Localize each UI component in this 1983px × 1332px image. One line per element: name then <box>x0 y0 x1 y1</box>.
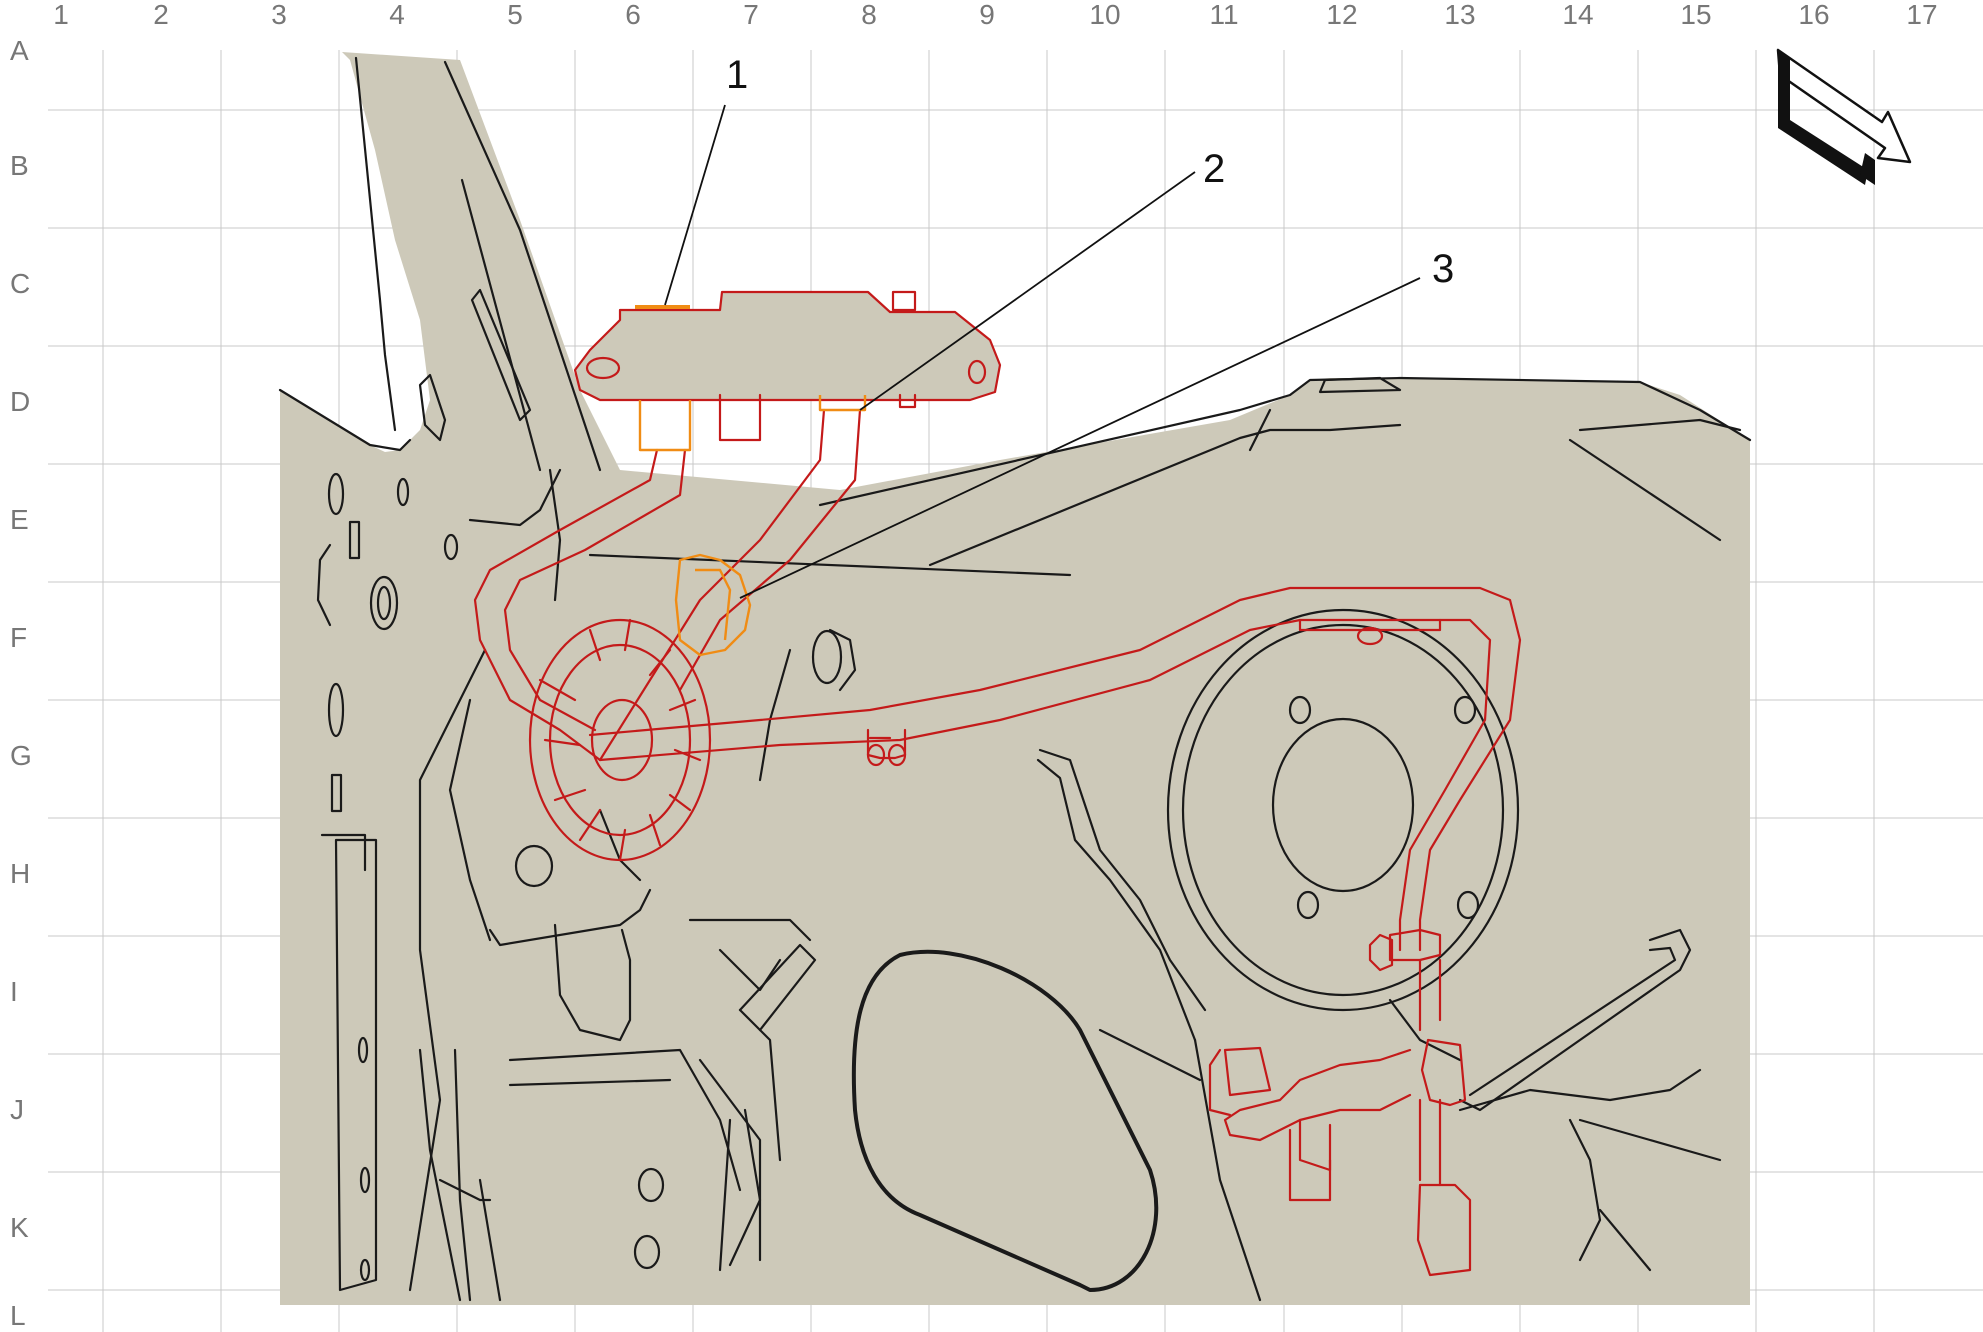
window-motor <box>528 618 712 862</box>
row-label: C <box>10 268 30 299</box>
row-label: F <box>10 622 27 653</box>
row-label: E <box>10 504 29 535</box>
column-label: 5 <box>507 0 523 30</box>
column-label: 12 <box>1326 0 1357 30</box>
column-label: 6 <box>625 0 641 30</box>
column-label: 4 <box>389 0 405 30</box>
callout-leaders <box>664 104 1421 599</box>
column-label: 15 <box>1680 0 1711 30</box>
row-label: H <box>10 858 30 889</box>
row-labels: A B C D E F G H I J K L <box>10 35 32 1331</box>
column-label: 9 <box>979 0 995 30</box>
row-label: B <box>10 150 29 181</box>
column-label: 3 <box>271 0 287 30</box>
row-label: J <box>10 1094 24 1125</box>
door-panel-shape <box>280 52 1750 1305</box>
wiring-harness <box>473 290 1522 1277</box>
lower-connectors <box>1208 928 1472 1277</box>
column-label: 7 <box>743 0 759 30</box>
callout-number-2: 2 <box>1203 147 1225 191</box>
door-structure-lines <box>278 56 1752 1302</box>
row-label: D <box>10 386 30 417</box>
row-label: K <box>10 1212 29 1243</box>
row-label: I <box>10 976 18 1007</box>
column-label: 2 <box>153 0 169 30</box>
column-label: 11 <box>1209 0 1238 30</box>
column-label: 10 <box>1089 0 1120 30</box>
row-label: A <box>10 35 29 66</box>
direction-arrow-icon <box>1776 48 1912 185</box>
column-label: 1 <box>53 0 69 30</box>
row-label: L <box>10 1300 26 1331</box>
column-label: 8 <box>861 0 877 30</box>
row-label: G <box>10 740 32 771</box>
column-label: 13 <box>1444 0 1475 30</box>
column-labels: 1 2 3 4 5 6 7 8 9 10 11 12 13 14 15 16 1… <box>53 0 1937 30</box>
column-label: 16 <box>1798 0 1829 30</box>
column-label: 14 <box>1562 0 1593 30</box>
column-label: 17 <box>1906 0 1937 30</box>
module-bracket <box>573 290 1002 402</box>
callout-number-1: 1 <box>726 53 748 97</box>
callout-number-3: 3 <box>1432 247 1454 291</box>
